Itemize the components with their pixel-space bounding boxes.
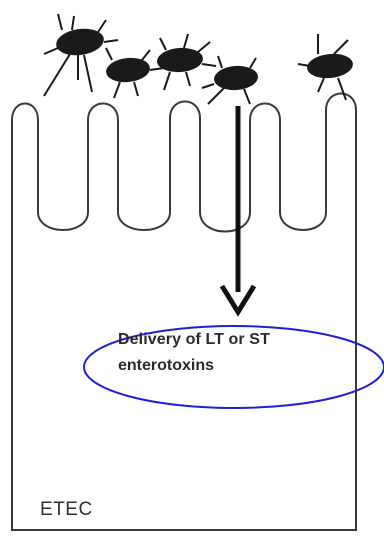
bacterium-icon [202,56,259,104]
bacterium-icon [44,14,118,96]
enterotoxin-delivery-caption-line2: enterotoxins [118,357,214,375]
bacterium-icon [156,34,216,90]
cell-outline [12,94,356,531]
bacterium-icon [298,34,354,100]
bacterium-icon [105,48,164,98]
enterotoxin-delivery-caption: Delivery of LT or ST [118,331,270,349]
etec-label: ETEC [40,499,93,521]
